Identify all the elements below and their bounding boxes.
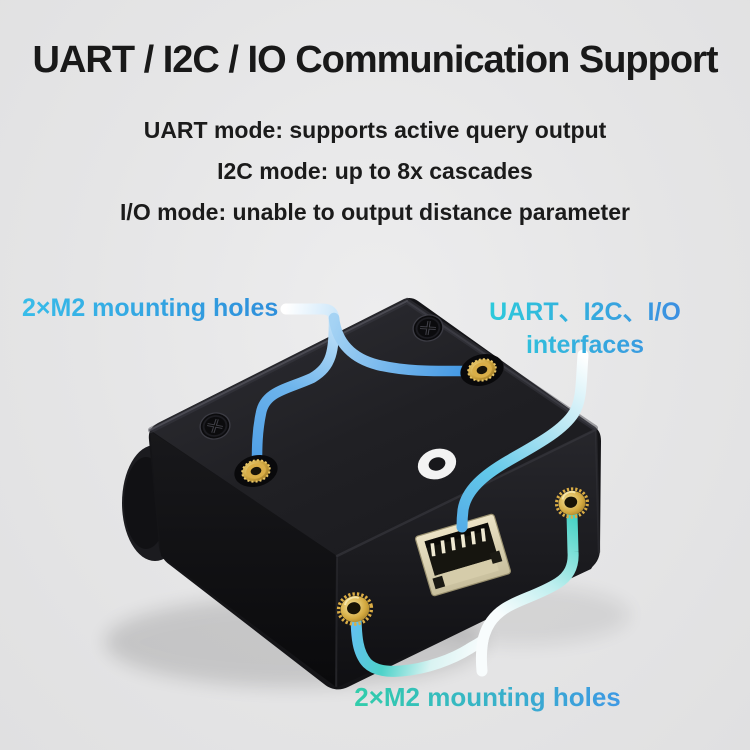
callout-line-bottom-tail [475,634,489,677]
top-mounting-insert-right [460,353,504,387]
callout-line-topleft-stem [280,303,340,326]
white-indicator-ring [417,448,457,480]
callout-mounting-holes-top: 2×M2 mounting holes [22,294,279,322]
callout-interfaces-line1: UART、I2C、I/O [489,298,681,326]
side-mounting-insert [554,487,590,519]
front-mounting-insert [336,592,374,626]
callout-line-from-front-insert [350,606,489,677]
callout-interfaces-line2: interfaces [525,331,645,359]
front-left-face [150,431,337,687]
phillips-screw-left [199,412,231,440]
callout-lines [251,303,589,677]
feature-uart-mode: UART mode: supports active query output [143,117,607,143]
callout-line-from-side-insert [477,508,579,646]
callout-interfaces: UART、I2C、I/O interfaces [460,296,710,362]
callout-mounting-holes-bottom: 2×M2 mounting holes [345,682,630,713]
uart-i2c-io-connector [415,513,511,597]
callout-line-to-connector [456,349,589,533]
phillips-screw-right [412,314,444,342]
feature-list: UART mode: supports active query output … [0,110,750,233]
feature-io-mode: I/O mode: unable to output distance para… [120,199,630,225]
callout-line-to-top-insert-left [251,312,340,468]
callout-line-to-top-insert-right [328,312,468,377]
top-mounting-insert-left [234,454,278,488]
page-title: UART / I2C / IO Communication Support [32,39,719,81]
feature-i2c-mode: I2C mode: up to 8x cascades [217,158,533,184]
